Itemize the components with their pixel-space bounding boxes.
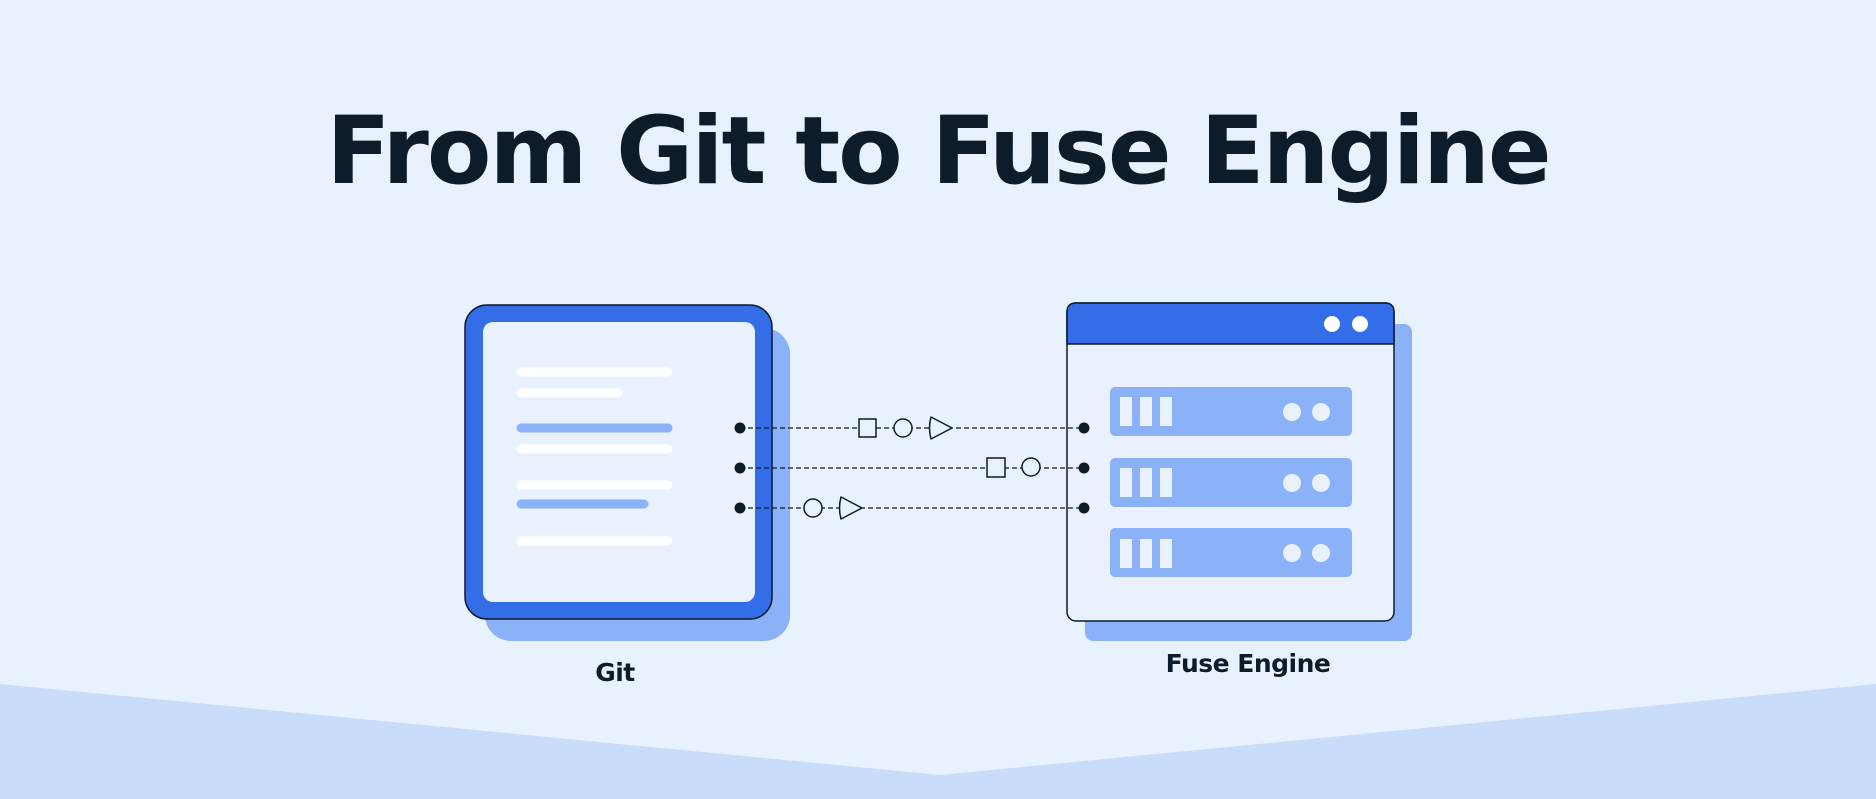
connection-line xyxy=(734,457,1090,478)
endpoint-dot xyxy=(734,422,746,434)
circle-icon xyxy=(893,418,913,438)
endpoint-dot xyxy=(1078,462,1090,474)
square-icon xyxy=(858,418,877,438)
window-dot-icon xyxy=(1352,316,1368,332)
endpoint-dot xyxy=(1078,502,1090,514)
server-unit xyxy=(1110,387,1352,436)
circle-icon xyxy=(1021,457,1041,477)
connection-line xyxy=(734,416,1090,440)
circle-icon xyxy=(803,498,823,518)
git-page xyxy=(483,322,755,602)
endpoint-dot xyxy=(1078,422,1090,434)
git-label: Git xyxy=(595,658,635,687)
endpoint-dot xyxy=(734,462,746,474)
bottom-band xyxy=(0,684,1876,799)
square-icon xyxy=(986,457,1006,478)
connection-lines xyxy=(734,416,1090,520)
git-document-icon xyxy=(464,304,790,641)
fuse-engine-label: Fuse Engine xyxy=(1165,649,1331,678)
server-unit xyxy=(1110,528,1352,577)
triangle-icon xyxy=(838,496,863,520)
triangle-icon xyxy=(928,416,953,440)
fuse-titlebar xyxy=(1066,302,1395,345)
connection-line xyxy=(734,496,1090,520)
server-unit xyxy=(1110,458,1352,507)
page-title: From Git to Fuse Engine xyxy=(326,97,1551,206)
endpoint-dot xyxy=(734,502,746,514)
window-dot-icon xyxy=(1324,316,1340,332)
fuse-engine-window-icon xyxy=(1066,302,1412,641)
